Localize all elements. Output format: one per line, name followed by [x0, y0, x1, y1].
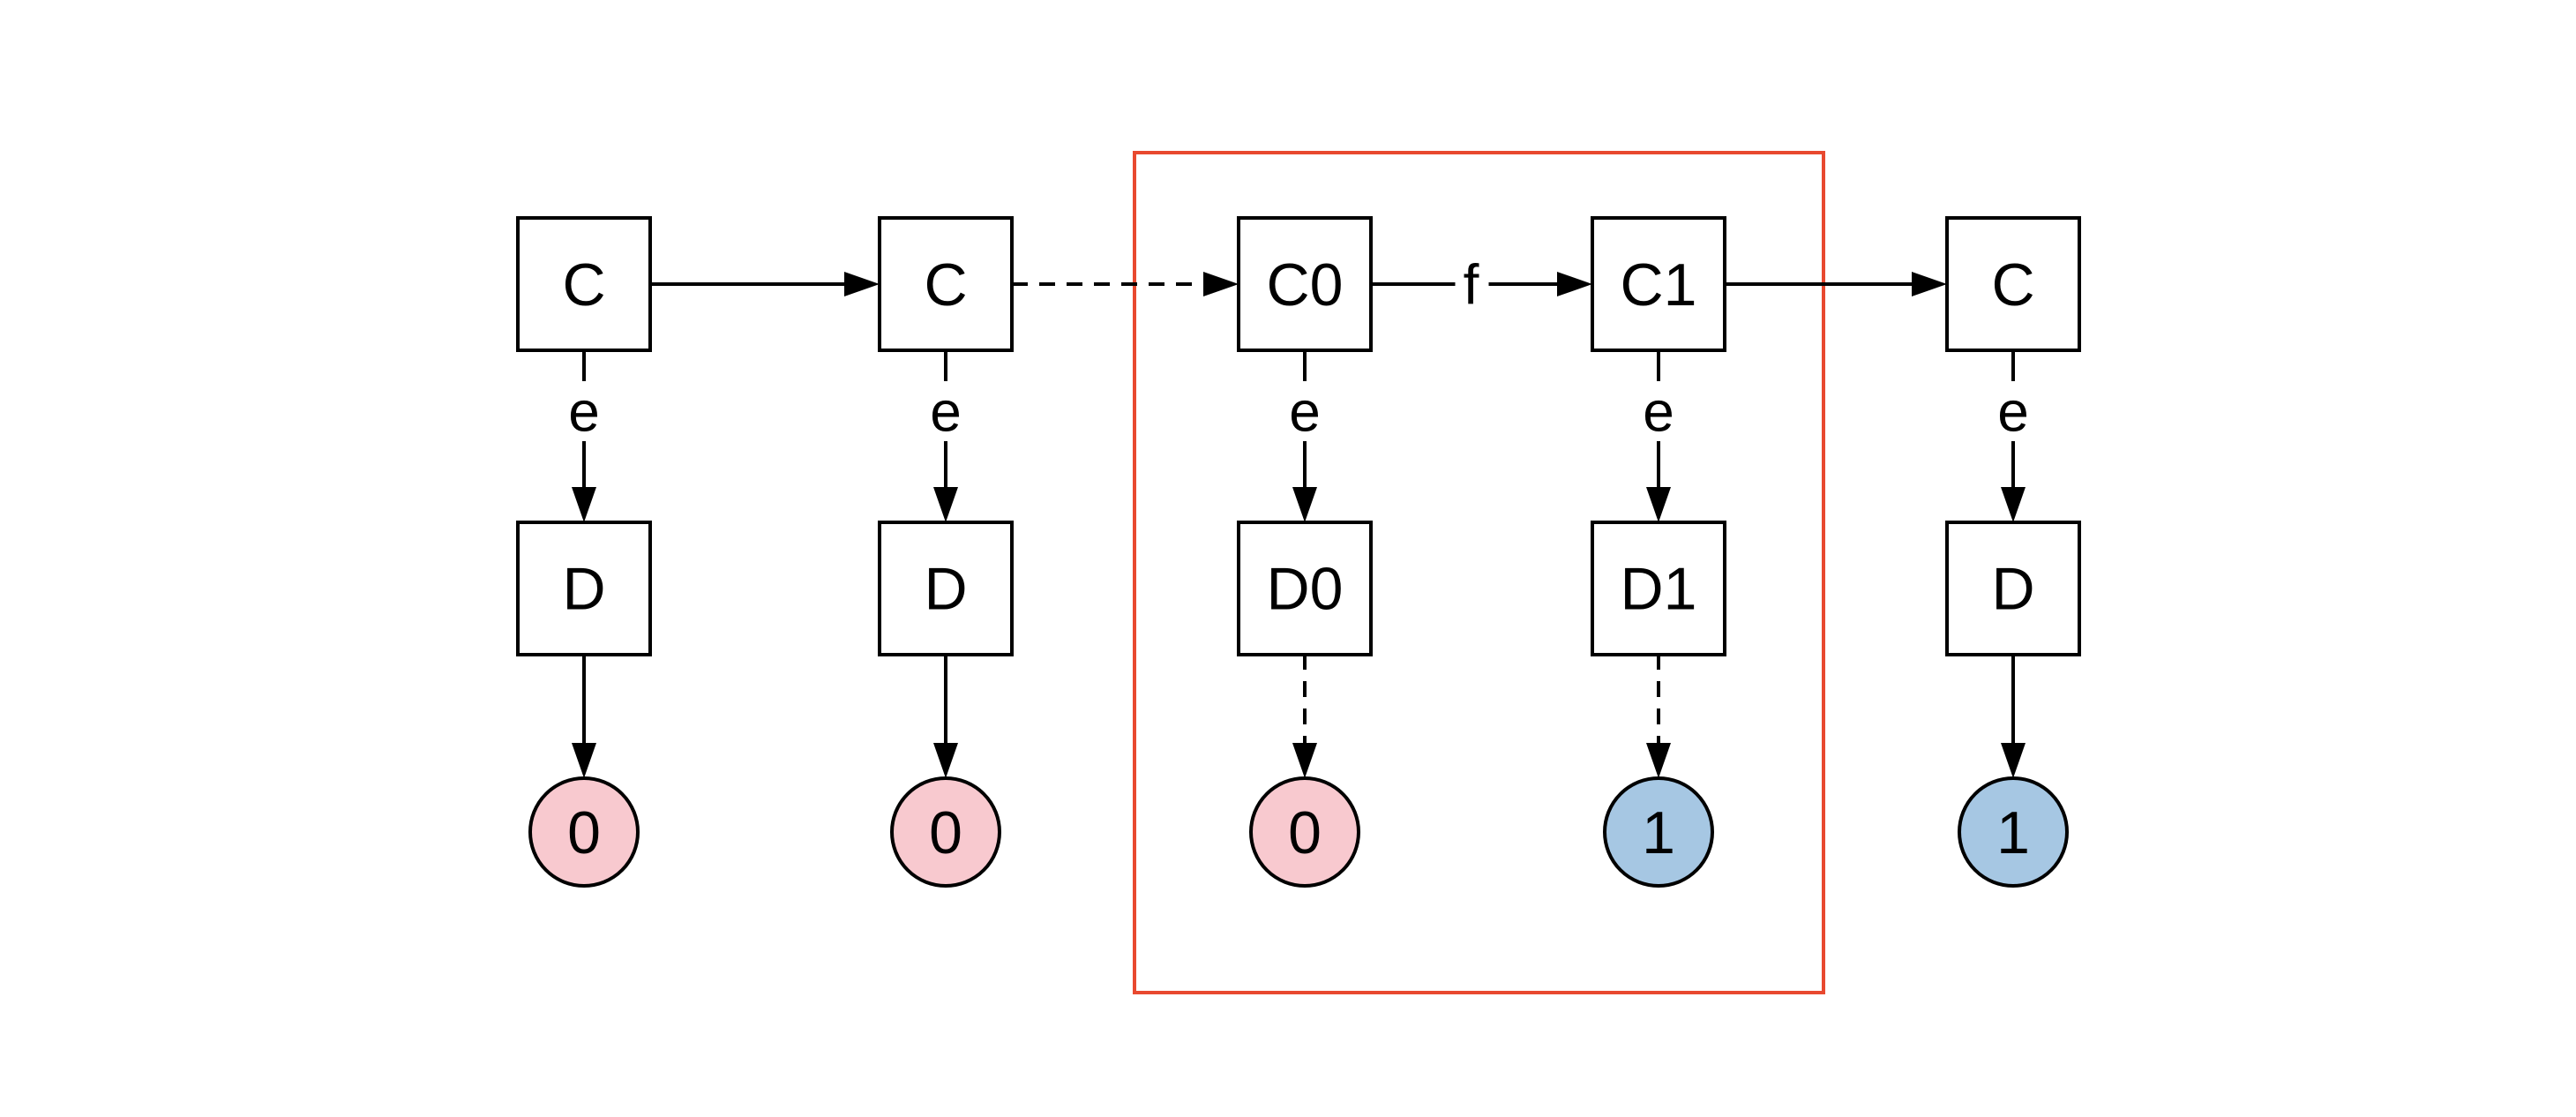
highlight-box: [1133, 151, 1825, 994]
d-node-label-4: D: [1991, 555, 2034, 622]
d-node-label-0: D: [562, 555, 605, 622]
value-circle-3: [1603, 776, 1714, 888]
c-node-box-2: [1237, 216, 1373, 352]
d-node-box-4: [1945, 521, 2081, 656]
edge-c-d-3-arrowhead: [1646, 487, 1671, 522]
edge-d-value-2-arrowhead: [1292, 743, 1317, 778]
d-node-label-1: D: [924, 555, 967, 622]
value-label-4: 1: [1996, 799, 2030, 866]
edge-top-0-arrowhead: [844, 272, 880, 296]
c-node-box-1: [878, 216, 1014, 352]
c-node-box-3: [1591, 216, 1726, 352]
edge-d-value-1-arrowhead: [933, 743, 958, 778]
edge-c-d-label-4: e: [1997, 379, 2029, 443]
value-label-1: 0: [929, 799, 962, 866]
d-node-label-2: D0: [1267, 555, 1344, 622]
edge-c-d-1-arrowhead: [933, 487, 958, 522]
edge-c-d-4-arrowhead: [2001, 487, 2026, 522]
c-node-label-0: C: [562, 251, 605, 319]
value-circle-2: [1249, 776, 1360, 888]
edge-top-2-arrowhead: [1557, 272, 1592, 296]
edge-top-1-arrowhead: [1203, 272, 1239, 296]
c-node-box-0: [516, 216, 652, 352]
c-node-box-4: [1945, 216, 2081, 352]
d-node-label-3: D1: [1621, 555, 1697, 622]
edge-top-3-arrowhead: [1912, 272, 1947, 296]
edge-c-d-label-1: e: [930, 379, 962, 443]
value-label-2: 0: [1288, 799, 1322, 866]
c-node-label-4: C: [1991, 251, 2034, 319]
c-node-label-3: C1: [1621, 251, 1697, 319]
edge-d-value-3-arrowhead: [1646, 743, 1671, 778]
edge-top-label-2: f: [1464, 252, 1479, 316]
edge-c-d-2-arrowhead: [1292, 487, 1317, 522]
value-circle-1: [890, 776, 1001, 888]
c-node-label-1: C: [924, 251, 967, 319]
edge-c-d-label-2: e: [1289, 379, 1321, 443]
d-node-box-1: [878, 521, 1014, 656]
c-node-label-2: C0: [1267, 251, 1344, 319]
edge-c-d-label-3: e: [1643, 379, 1674, 443]
edge-d-value-4-arrowhead: [2001, 743, 2026, 778]
d-node-box-0: [516, 521, 652, 656]
value-label-0: 0: [567, 799, 601, 866]
value-label-3: 1: [1642, 799, 1675, 866]
edge-c-d-0-arrowhead: [572, 487, 596, 522]
d-node-box-3: [1591, 521, 1726, 656]
d-node-box-2: [1237, 521, 1373, 656]
value-circle-0: [528, 776, 640, 888]
value-circle-4: [1958, 776, 2069, 888]
edge-d-value-0-arrowhead: [572, 743, 596, 778]
edge-c-d-label-0: e: [568, 379, 600, 443]
